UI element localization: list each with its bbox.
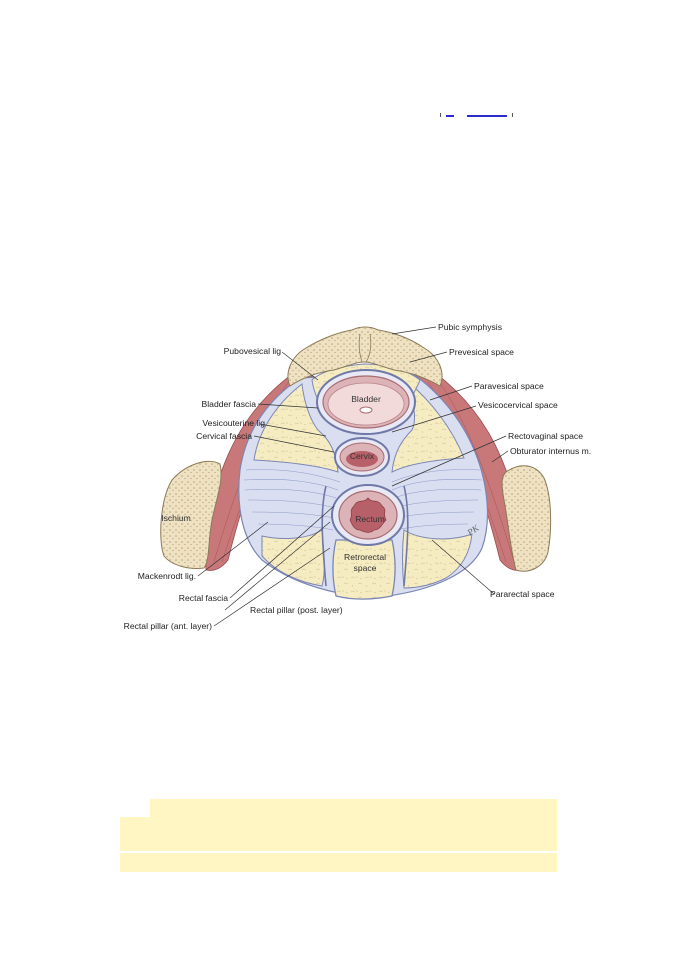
bladder-lumen [327,382,405,426]
cervix-label: Cervix [350,451,375,461]
link-underline[interactable] [467,115,507,117]
ischium-label: Ischium [161,513,191,523]
label-rectovaginal-space: Rectovaginal space [508,431,583,441]
label-cervical-fascia: Cervical fascia [196,431,252,441]
link-underline[interactable] [446,115,454,117]
label-obturator-internus: Obturator internus m. [510,446,591,456]
label-pubic-symphysis: Pubic symphysis [438,322,502,332]
label-paravesical-space: Paravesical space [474,381,544,391]
right-ischium [501,465,552,572]
label-pararectal-space: Pararectal space [490,589,555,599]
label-vesicocervical-space: Vesicocervical space [478,400,558,410]
label-prevesical-space: Prevesical space [449,347,514,357]
urethral-opening [359,406,373,414]
label-mackenrodt-lig: Mackenrodt lig. [138,571,196,581]
label-rectal-pillar-ant: Rectal pillar (ant. layer) [124,621,212,631]
bladder-label: Bladder [351,394,381,404]
cervix-canal [346,451,378,467]
retrorectal-label-line1: Retrorectal [344,552,386,562]
left-ischium [160,460,222,569]
retrorectal-label-line2: space [354,563,377,573]
tick-mark [512,113,513,117]
retrorectal-fat [332,539,396,600]
fascial-fibers [243,469,483,531]
label-rectal-pillar-post: Rectal pillar (post. layer) [250,605,343,615]
label-vesicouterine-lig: Vesicouterine lig [202,418,265,428]
rectal-pillar-left [321,485,327,587]
label-bladder-fascia: Bladder fascia [202,399,257,409]
right-pararectal-fat [402,529,473,589]
label-rectal-fascia: Rectal fascia [179,593,228,603]
rectal-pillar-right [403,485,409,587]
rectum-lumen [349,497,387,533]
right-paravesical-fat [391,380,465,473]
symphysis-center [358,333,372,363]
text-highlight-band [120,817,557,872]
text-highlight-band [150,799,557,817]
tick-mark [440,113,441,117]
rectum-label: Rectum [355,514,385,524]
label-pubovesical-lig: Pubovesical lig [224,346,282,356]
leader-lines [197,326,509,627]
left-paravesical-fat [253,383,339,473]
pubic-symphysis-bone [287,326,443,387]
highlight-divider [120,851,557,853]
